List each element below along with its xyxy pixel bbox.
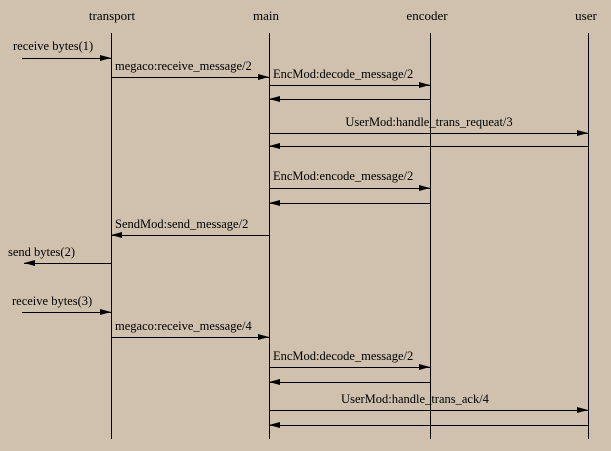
message-arrow-send-message: [111, 232, 269, 238]
lifeline-main: [269, 33, 270, 439]
lifeline-title-transport: transport: [88, 8, 136, 23]
message-arrow-handle-trans-requeat: [269, 130, 588, 136]
lifeline-title-main: main: [253, 8, 279, 23]
lifeline-title-user: user: [575, 8, 597, 23]
message-arrow-receive-bytes-3: [22, 309, 111, 315]
message-arrow-megaco-receive-message-2: [111, 74, 269, 80]
message-label-handle-trans-ack: UserMod:handle_trans_ack/4: [341, 392, 489, 406]
message-label-send-message: SendMod:send_message/2: [115, 217, 249, 231]
message-arrow-decode-message-1: [269, 82, 430, 88]
lifeline-encoder: [430, 33, 431, 439]
message-label-receive-bytes-3: receive bytes(3): [12, 294, 93, 308]
message-arrow-encode-message: [269, 185, 430, 191]
message-label-decode-message-2: EncMod:decode_message/2: [273, 349, 414, 363]
message-label-send-bytes-2: send bytes(2): [8, 245, 75, 259]
message-label-megaco-receive-message-2: megaco:receive_message/2: [115, 59, 252, 73]
message-arrow-handle-trans-requeat-return: [269, 143, 588, 149]
lifeline-title-encoder: encoder: [406, 8, 448, 23]
message-label-receive-bytes-1: receive bytes(1): [13, 39, 94, 53]
lifeline-user: [588, 33, 589, 439]
message-arrow-decode-return-1: [269, 96, 430, 102]
message-arrow-decode-return-2: [269, 379, 430, 385]
message-arrow-send-bytes-2: [24, 260, 111, 266]
message-arrow-encode-return: [269, 200, 430, 206]
message-label-decode-message-1: EncMod:decode_message/2: [273, 67, 414, 81]
message-label-megaco-receive-message-4: megaco:receive_message/4: [115, 319, 252, 333]
message-arrow-receive-bytes-1: [22, 55, 111, 61]
message-arrow-megaco-receive-message-4: [111, 334, 269, 340]
message-label-encode-message: EncMod:encode_message/2: [273, 169, 414, 183]
message-arrow-decode-message-2: [269, 364, 430, 370]
message-arrow-handle-trans-ack: [269, 407, 588, 413]
message-label-handle-trans-requeat: UserMod:handle_trans_requeat/3: [345, 115, 513, 129]
message-arrow-handle-trans-ack-return: [269, 422, 588, 428]
